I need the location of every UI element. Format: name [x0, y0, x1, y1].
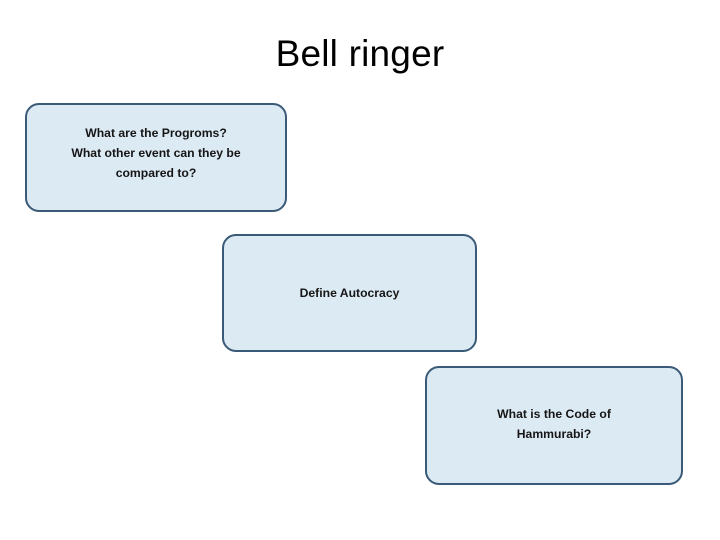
- callout-box-autocracy[interactable]: Define Autocracy: [222, 234, 477, 352]
- callout-text-hammurabi: What is the Code of Hammurabi?: [497, 407, 611, 441]
- callout-box-pogroms[interactable]: What are the Progroms? What other event …: [25, 103, 287, 212]
- callout-text-autocracy: Define Autocracy: [299, 286, 400, 300]
- callout-text-pogroms: What are the Progroms? What other event …: [71, 126, 241, 180]
- callout-box-hammurabi[interactable]: What is the Code of Hammurabi?: [425, 366, 683, 485]
- page-title: Bell ringer: [275, 33, 445, 74]
